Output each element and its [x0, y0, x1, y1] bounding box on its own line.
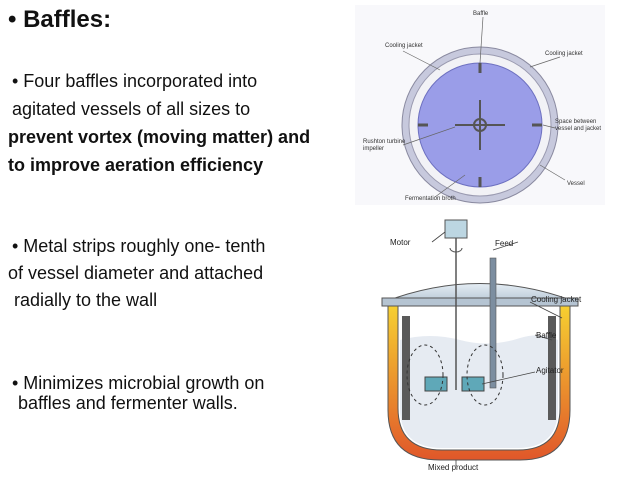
baffle-cross-section-diagram: Baffle Cooling jacket Cooling jacket Rus… [355, 5, 605, 205]
baffles [418, 63, 542, 187]
leader-lines [402, 16, 566, 198]
label-rushton-2: impeller [363, 146, 384, 152]
broth-liquid [400, 335, 558, 448]
feed-pipe [489, 257, 497, 389]
motor-box [444, 219, 468, 239]
label-baffle-top: Baffle [473, 11, 489, 17]
bullet3-line2: baffles and fermenter walls. [18, 393, 238, 413]
bullet1-line3: prevent vortex (moving matter) and [8, 127, 311, 147]
bullet2-line2: of vessel diameter and attached [8, 263, 264, 283]
label-cooling-jacket-left: Cooling jacket [385, 43, 423, 49]
label-space-2: vessel and jacket [555, 126, 601, 132]
label-cooling-jacket-right: Cooling jacket [545, 51, 583, 57]
rotation-arrow [449, 247, 463, 253]
baffle-left [402, 316, 410, 420]
lid-rim [381, 297, 579, 307]
bullet1-line1: • Four baffles incorporated into [12, 71, 258, 91]
bottom-leader-lines [431, 231, 563, 466]
label-mixed-product: Mixed product [428, 463, 479, 472]
label-baffle: Baffle [536, 331, 557, 340]
label-fermentation-broth: Fermentation broth [405, 196, 456, 202]
label-feed: Feed [495, 239, 513, 248]
fermenter-diagram: Motor Feed Cooling jacket Baffle Agitato… [381, 219, 582, 472]
bullet2-line1: • Metal strips roughly one- tenth [12, 236, 266, 256]
vessel-lid [383, 283, 577, 303]
bullet1-line2: agitated vessels of all sizes to [12, 99, 251, 119]
label-motor: Motor [390, 238, 411, 247]
bullet2-line3: radially to the wall [14, 290, 158, 310]
baffle-right [548, 316, 556, 420]
label-space-1: Space between [555, 119, 596, 125]
slide-title: • Baffles: [8, 6, 112, 33]
bullet3-line1: • Minimizes microbial growth on [12, 373, 265, 393]
label-agitator: Agitator [536, 366, 564, 375]
impeller-right [461, 376, 485, 392]
impeller-left [424, 376, 448, 392]
bullet1-line4: to improve aeration efficiency [8, 155, 264, 175]
flow-loops [406, 344, 504, 406]
label-rushton-1: Rushton turbine [363, 139, 406, 145]
label-vessel: Vessel [567, 181, 585, 187]
impeller-hub [473, 118, 487, 132]
label-cooling-jacket: Cooling jacket [531, 295, 582, 304]
rushton-impeller [455, 100, 505, 150]
